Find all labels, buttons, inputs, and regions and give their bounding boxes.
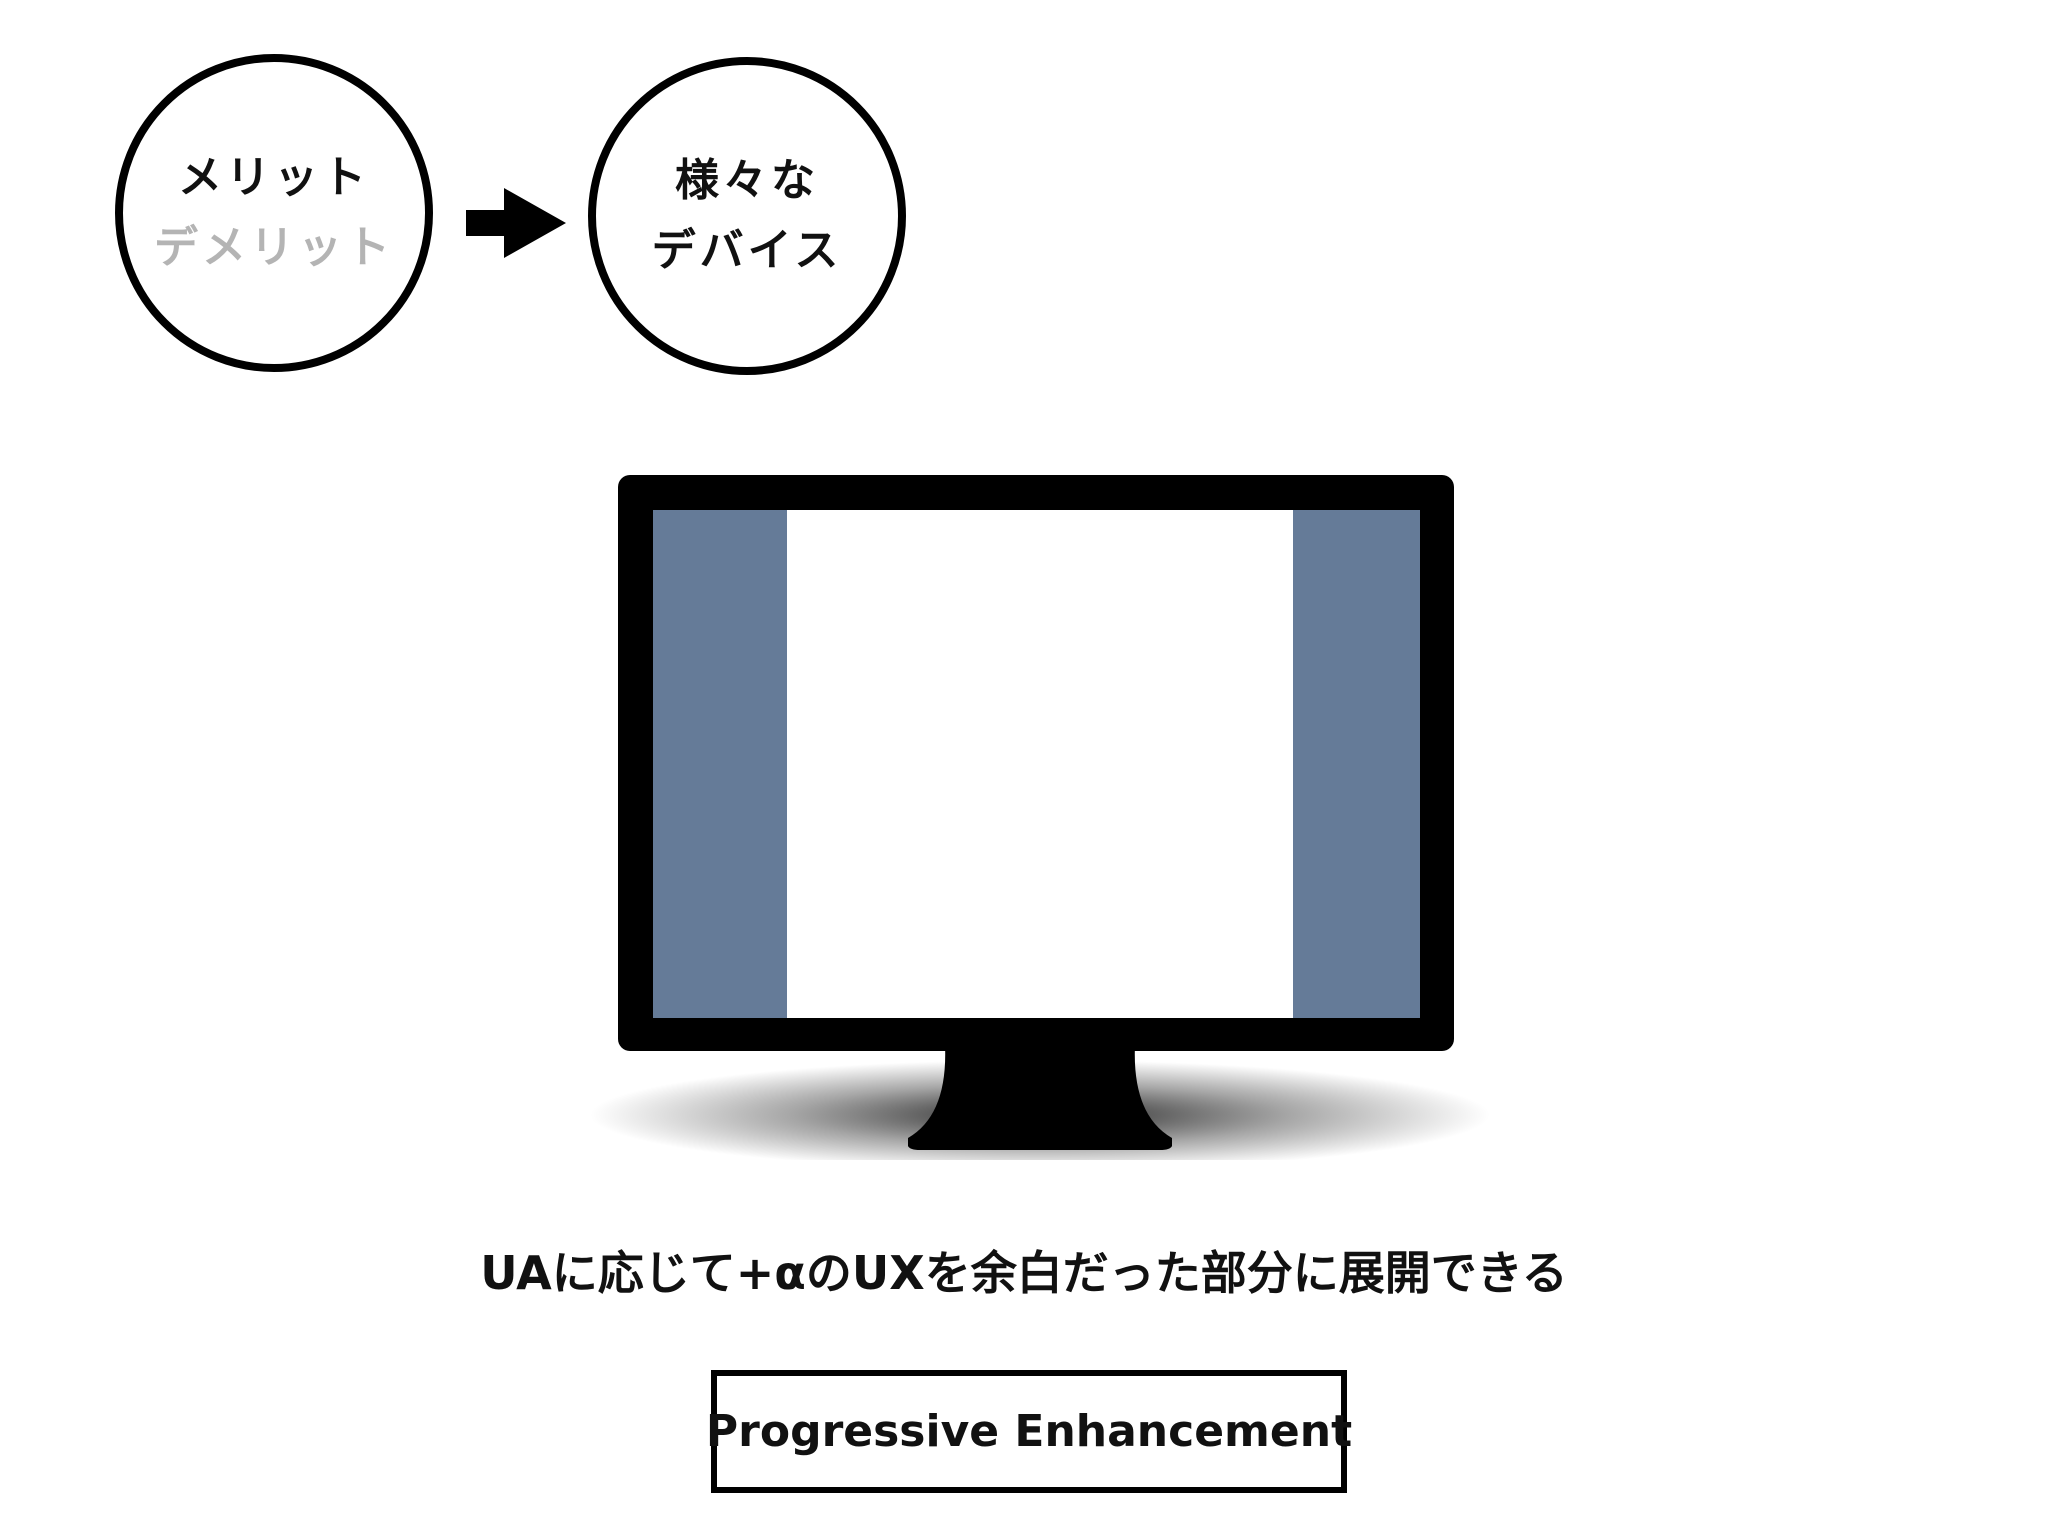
devices-circle: 様々な デバイス [588,57,906,375]
merit-circle: メリット デメリット [115,54,433,372]
devices-label-line2: デバイス [651,225,843,276]
merit-label: メリット [178,152,370,203]
screen-right-panel [1293,510,1420,1018]
progressive-enhancement-label: Progressive Enhancement [705,1406,1353,1457]
right-arrow-icon [466,188,566,258]
devices-label-line1: 様々な [675,155,819,206]
caption-text: UAに応じて+αのUXを余白だった部分に展開できる [480,1246,1568,1300]
demerit-label: デメリット [154,222,394,273]
desktop-monitor-icon [590,475,1490,1160]
screen-left-panel [653,510,787,1018]
monitor-stand [908,1045,1172,1150]
progressive-enhancement-badge: Progressive Enhancement [706,1370,1352,1493]
screen-center-area [787,510,1293,1018]
